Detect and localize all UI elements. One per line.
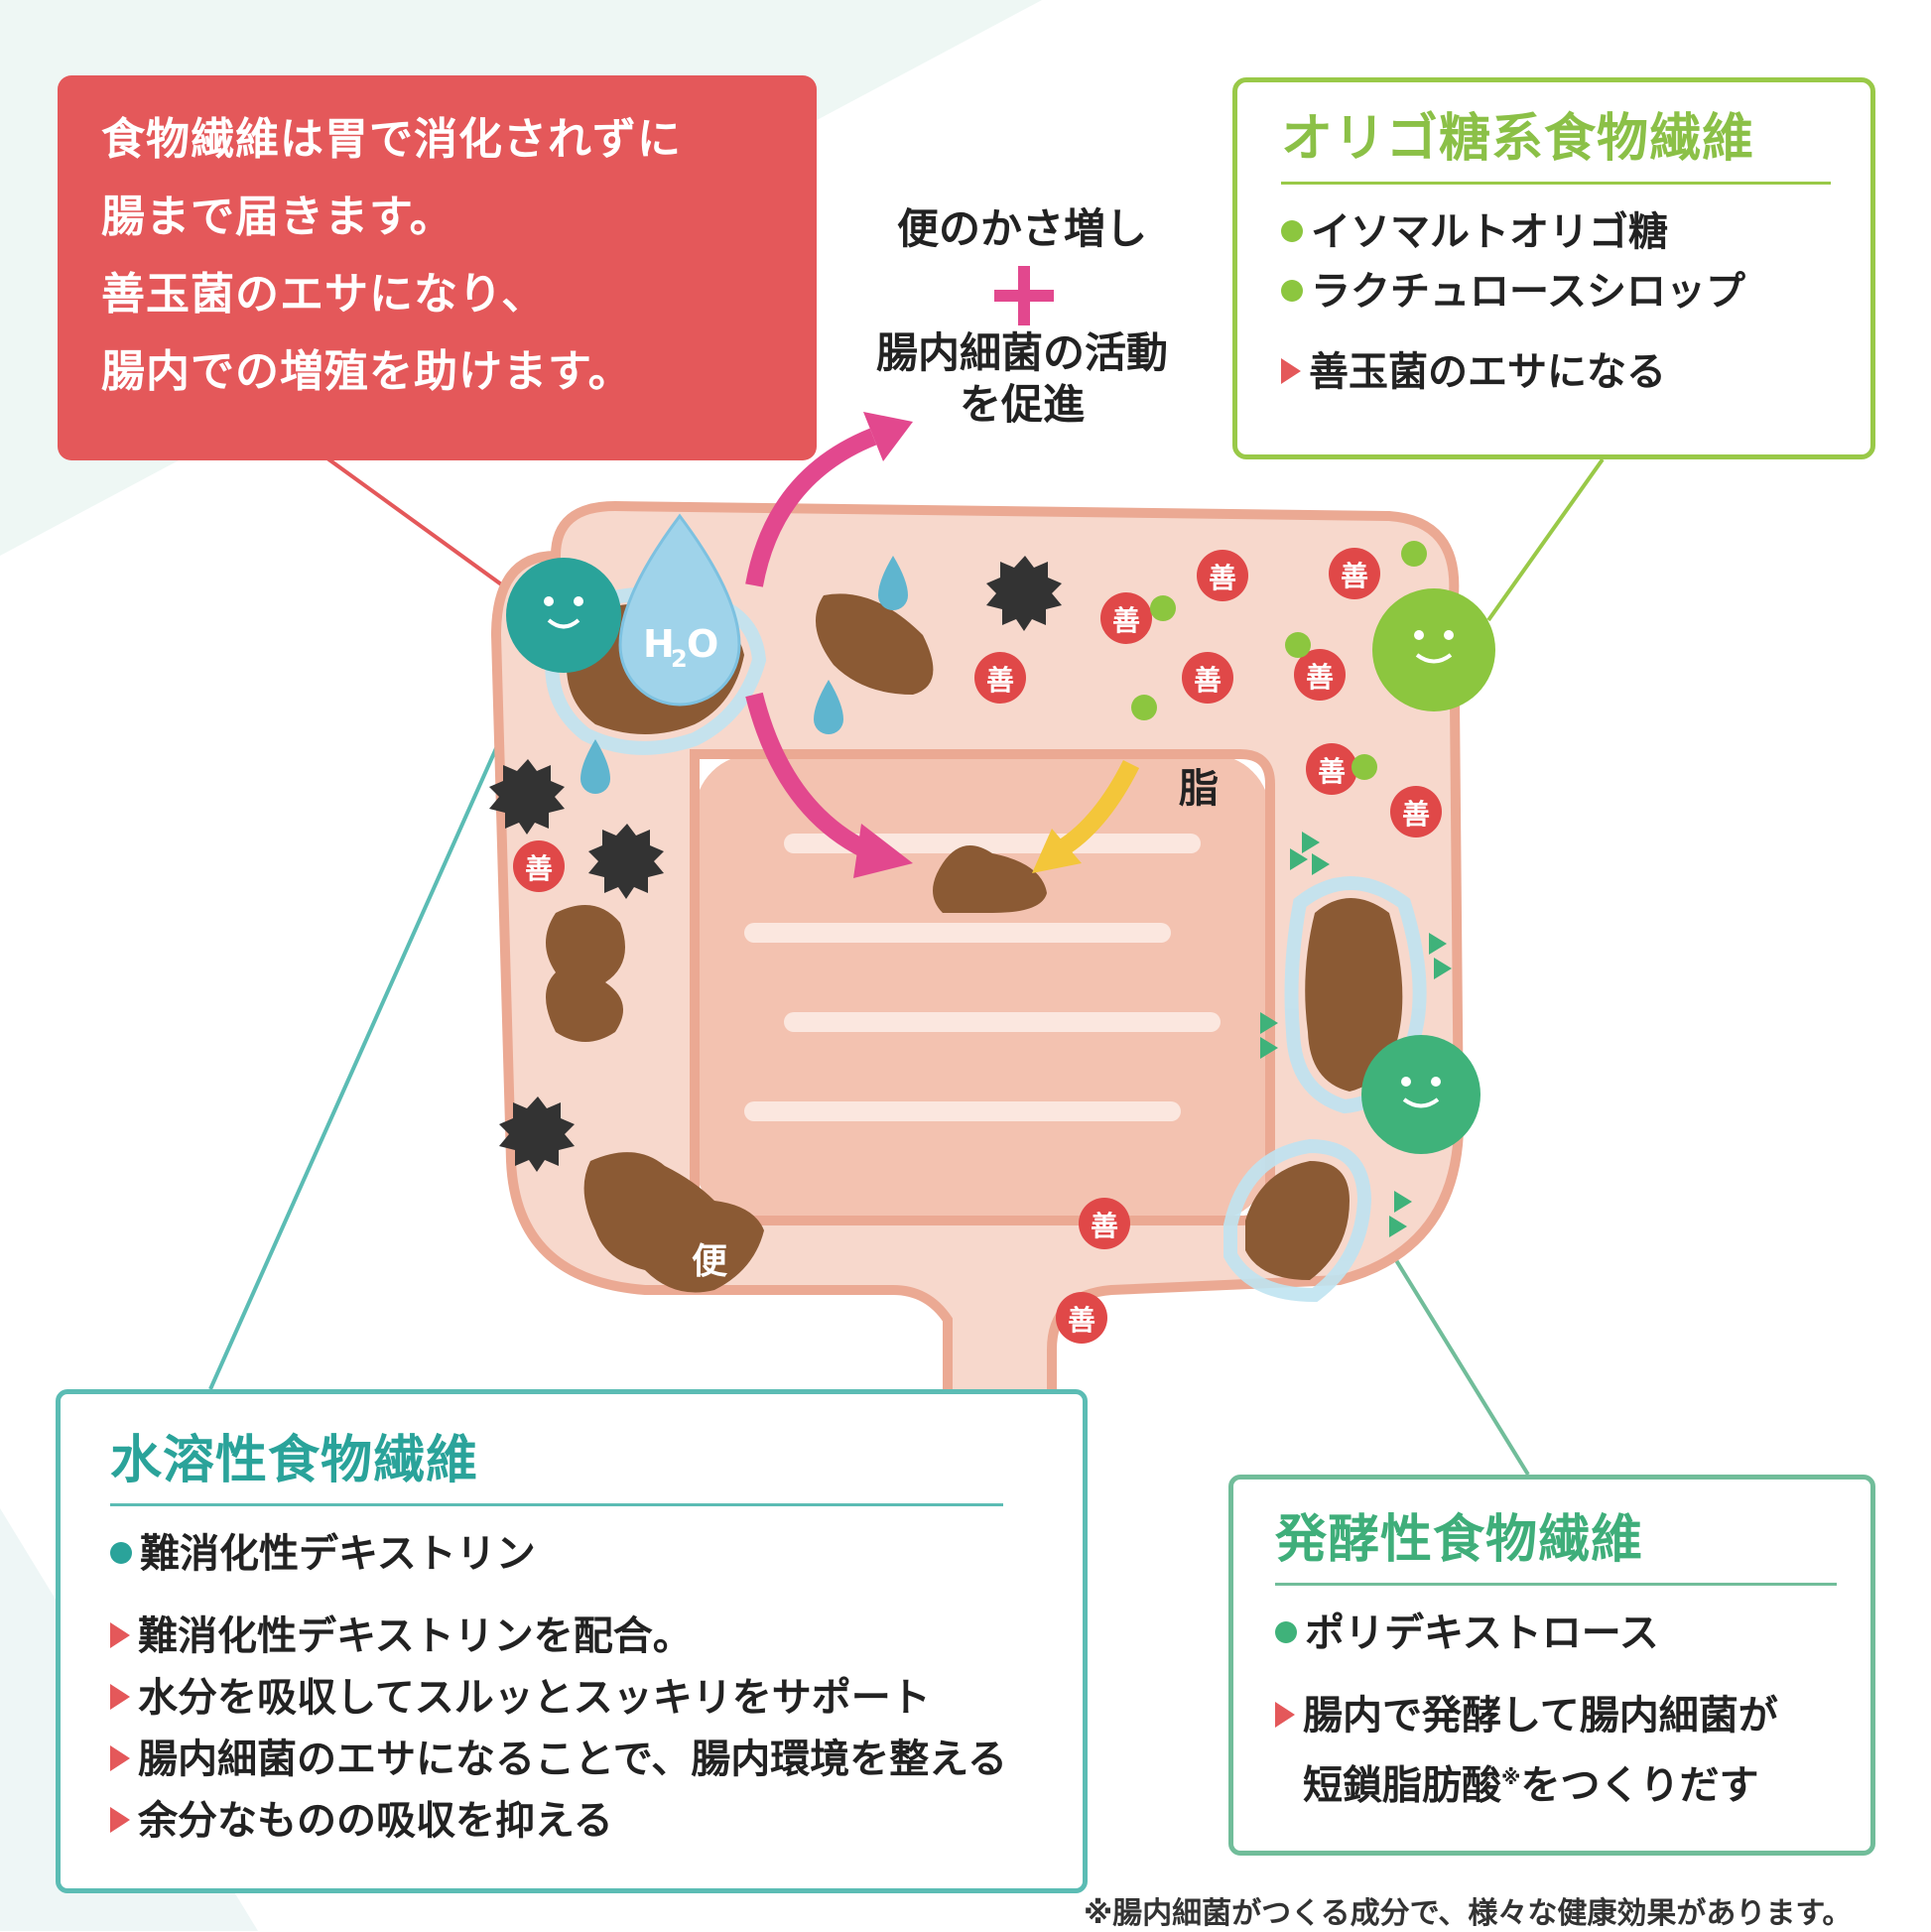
oligo-title: オリゴ糖系食物繊維 — [1281, 109, 1755, 169]
svg-text:善: 善 — [1194, 664, 1222, 697]
activity-label: 腸内細菌の活動 — [875, 328, 1168, 377]
oligo-connector-line — [1486, 457, 1605, 622]
h2o-drop — [618, 513, 741, 707]
triangle-bullet-icon — [110, 1622, 130, 1648]
yellow-arrow — [1057, 759, 1140, 856]
intro-box: 食物繊維は胃で消化されずに 腸まで届きます。 善玉菌のエサになり、 腸内での増殖… — [58, 75, 817, 460]
svg-text:善: 善 — [1306, 661, 1334, 694]
stool-3 — [933, 845, 1047, 913]
svg-text:善: 善 — [1318, 755, 1346, 788]
svg-text:善: 善 — [525, 852, 553, 885]
bad-bacteria-1 — [986, 556, 1062, 631]
oligo-box: オリゴ糖系食物繊維 イソマルトオリゴ糖 ラクチュロースシロップ 善玉菌のエサにな… — [1232, 77, 1875, 459]
triangle-bullet-icon — [110, 1684, 130, 1710]
ferm-item: ポリデキストロース — [1275, 1604, 1837, 1663]
triangle-bullet-icon — [110, 1745, 130, 1771]
good-bacteria: 善 — [1294, 649, 1346, 701]
pink-arrow-down — [745, 692, 877, 862]
good-bacteria: 善 — [1390, 786, 1442, 837]
oligo-item: イソマルトオリゴ糖 — [1281, 202, 1831, 262]
good-bacteria: 善 — [974, 652, 1026, 704]
h2o-text-sub: 2 — [671, 645, 688, 673]
fermentation-marks — [1260, 832, 1452, 1237]
bad-bacteria-3 — [588, 824, 664, 899]
water-connector-line — [208, 654, 540, 1390]
footnote: ※腸内細菌がつくる成分で、様々な健康効果があります。 — [1084, 1896, 1853, 1931]
water-note: 水分を吸収してスルッとスッキリをサポート — [110, 1667, 1043, 1729]
svg-text:善: 善 — [1091, 1210, 1118, 1242]
bad-bacteria-group — [489, 556, 1062, 1172]
oligo-item: ラクチュロースシロップ — [1281, 262, 1831, 322]
h2o-text-o: O — [687, 622, 718, 666]
bullet-dot-icon — [1281, 220, 1303, 242]
stool-5 — [583, 1152, 764, 1293]
ferm-note: 腸内で発酵して腸内細菌が — [1275, 1685, 1837, 1746]
good-bacteria: 善 — [1197, 550, 1248, 601]
svg-text:善: 善 — [986, 664, 1014, 697]
svg-text:善: 善 — [1112, 604, 1140, 637]
intro-line: 善玉菌のエサになり、 — [101, 269, 547, 320]
water-drops — [580, 556, 908, 794]
oligo-dots — [1131, 541, 1427, 780]
lime-mascot — [1372, 588, 1495, 711]
svg-text:善: 善 — [1402, 798, 1430, 831]
bullet-dot-icon — [1281, 280, 1303, 302]
bad-bacteria-2 — [489, 759, 565, 835]
stool-label: 便 — [692, 1241, 728, 1282]
good-bacteria: 善 — [1182, 652, 1233, 704]
water-note: 腸内細菌のエサになることで、腸内環境を整える — [110, 1729, 1043, 1790]
water-title: 水溶性食物繊維 — [110, 1431, 479, 1490]
water-box: 水溶性食物繊維 難消化性デキストリン 難消化性デキストリンを配合。 水分を吸収し… — [56, 1389, 1088, 1893]
intro-line: 食物繊維は胃で消化されずに — [101, 114, 682, 165]
small-intestine — [695, 754, 1270, 1221]
oligo-note: 善玉菌のエサになる — [1281, 341, 1831, 403]
intro-line: 腸内での増殖を助けます。 — [101, 346, 633, 397]
promote-label: を促進 — [959, 380, 1085, 429]
pink-arrow-down-head — [853, 824, 913, 878]
stool-6 — [1305, 898, 1403, 1092]
intro-line: 腸まで届きます。 — [101, 192, 454, 242]
plus-icon — [994, 266, 1054, 325]
bulk-label: 便のかさ増し — [896, 204, 1147, 253]
ferm-divider — [1275, 1583, 1837, 1586]
stool-2 — [816, 593, 934, 695]
triangle-bullet-icon — [1275, 1702, 1295, 1728]
water-item: 難消化性デキストリン — [110, 1524, 1043, 1584]
bullet-dot-icon — [110, 1542, 132, 1564]
water-note: 難消化性デキストリンを配合。 — [110, 1606, 1043, 1667]
bad-bacteria-4 — [499, 1096, 575, 1172]
svg-text:善: 善 — [1341, 560, 1368, 592]
ferm-note: 短鎖脂肪酸※をつくりだす — [1303, 1762, 1759, 1809]
ferm-title: 発酵性食物繊維 — [1275, 1510, 1644, 1570]
triangle-bullet-icon — [110, 1807, 130, 1833]
good-bacteria: 善 — [1100, 592, 1152, 644]
water-note: 余分なものの吸収を抑える — [110, 1790, 1043, 1852]
teal-mascot — [506, 558, 621, 673]
good-bacteria: 善 — [513, 840, 565, 892]
stool-7 — [1245, 1161, 1350, 1280]
water-divider — [110, 1503, 1003, 1506]
good-bacteria: 善 — [1079, 1198, 1130, 1249]
svg-text:善: 善 — [1209, 562, 1236, 594]
stool-4 — [546, 905, 625, 1042]
good-bacteria: 善 — [1056, 1292, 1107, 1344]
pink-arrow-up — [745, 428, 877, 587]
good-bacteria: 善 — [1306, 743, 1357, 795]
svg-text:善: 善 — [1068, 1304, 1095, 1337]
pink-arrow-up-head — [863, 412, 913, 461]
bullet-dot-icon — [1275, 1621, 1297, 1643]
good-bacteria: 善 — [1329, 548, 1380, 599]
h2o-text-h: H — [643, 622, 675, 666]
oligo-divider — [1281, 182, 1831, 185]
green-mascot — [1361, 1035, 1480, 1154]
yellow-arrow-head — [1032, 829, 1082, 873]
good-bacteria-group: 善 善 善 善 善 善 善 善 善 善 善 — [513, 548, 1442, 1344]
fat-label: 脂 — [1179, 766, 1219, 812]
triangle-bullet-icon — [1281, 358, 1301, 384]
ferm-box: 発酵性食物繊維 ポリデキストロース 腸内で発酵して腸内細菌が 短鎖脂肪酸※をつく… — [1228, 1475, 1875, 1856]
